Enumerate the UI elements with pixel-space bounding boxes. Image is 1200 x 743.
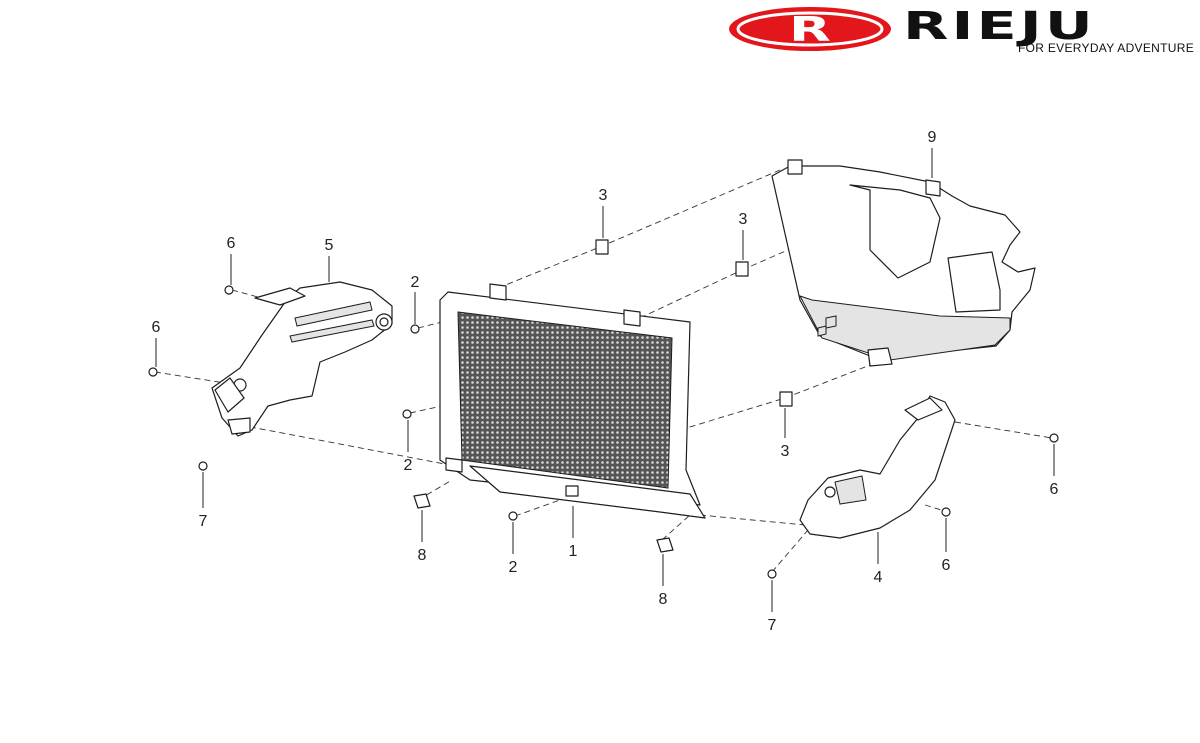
brand-tagline: FOR EVERYDAY ADVENTURE	[1018, 41, 1194, 55]
screw-2c	[508, 511, 518, 521]
hardware	[148, 239, 1059, 579]
label-2b: 2	[404, 457, 413, 474]
radiator	[439, 283, 706, 519]
bolt-7a	[198, 461, 208, 471]
upper-radiator-cover	[771, 159, 1036, 367]
logo-letter: R	[789, 10, 831, 50]
label-3a: 3	[599, 187, 608, 204]
screw-2b	[402, 409, 412, 419]
label-9: 9	[928, 129, 937, 146]
label-6b: 6	[152, 319, 161, 336]
leader-lines	[155, 148, 1055, 612]
bolt-6c	[1049, 433, 1059, 443]
label-3c: 3	[781, 443, 790, 460]
label-7b: 7	[768, 617, 777, 634]
label-6c: 6	[1050, 481, 1059, 498]
label-7a: 7	[199, 513, 208, 530]
label-2a: 2	[411, 274, 420, 291]
nut-8b	[656, 537, 674, 553]
label-8a: 8	[418, 547, 427, 564]
left-radiator-shroud	[211, 281, 393, 437]
brand-logo: R RIEJU FOR EVERYDAY ADVENTURE	[728, 4, 1196, 56]
clip-3b	[735, 261, 749, 277]
label-6a: 6	[227, 235, 236, 252]
label-8b: 8	[659, 591, 668, 608]
clip-3c	[779, 391, 793, 407]
label-5: 5	[325, 237, 334, 254]
bolt-6d	[941, 507, 951, 517]
brand-name: RIEJU	[903, 4, 1096, 48]
bolt-6a	[224, 285, 234, 295]
lower-radiator-shroud	[799, 395, 956, 539]
bolt-7b	[767, 569, 777, 579]
screw-2a	[410, 324, 420, 334]
label-4: 4	[874, 569, 883, 586]
label-2c: 2	[509, 559, 518, 576]
callout-labels: 5 6 6 2 2 3 3 3 9 7 8 2 1 8 4 6 6 7	[152, 129, 1059, 634]
nut-8a	[413, 493, 431, 509]
label-3b: 3	[739, 211, 748, 228]
bolt-6b	[148, 367, 158, 377]
clip-3a	[595, 239, 609, 255]
label-1: 1	[569, 543, 578, 560]
label-6d: 6	[942, 557, 951, 574]
rieju-r-logo-icon: R	[729, 7, 891, 51]
